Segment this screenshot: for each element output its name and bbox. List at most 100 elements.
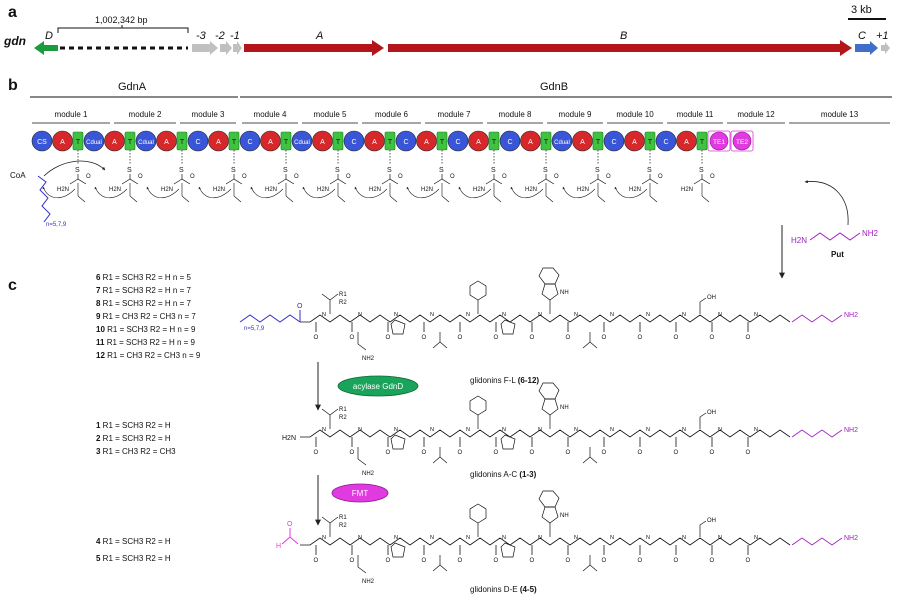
panel-label-c: c xyxy=(8,277,17,294)
carbonyl-o-11: O xyxy=(710,335,715,341)
domain-cdual-3 xyxy=(83,130,105,152)
protein-label-gdna: GdnA xyxy=(118,81,147,93)
carbonyl-o-1: O xyxy=(350,450,355,456)
r2-label: R2 xyxy=(339,415,347,421)
domain-label-22: A xyxy=(424,139,429,146)
residue-8 xyxy=(173,174,191,185)
legend-text-5: R1 = SCH3 R2 = H xyxy=(103,554,171,563)
module-label-1: module 1 xyxy=(55,110,88,119)
residue-h2n-8: H2N xyxy=(161,187,173,193)
amide-nh-12: N xyxy=(754,535,758,541)
r1-label: R1 xyxy=(339,292,347,298)
domain-label-30: Cdual xyxy=(554,140,570,146)
legend-num-8: 8 xyxy=(96,299,103,308)
tether-s-32: S xyxy=(595,167,600,174)
legend-text-7: R1 = SCH3 R2 = H n = 7 xyxy=(103,286,192,295)
domain-a-25 xyxy=(468,130,489,152)
module-label-12: module 12 xyxy=(737,110,775,119)
r2-label: R2 xyxy=(339,523,347,529)
carbonyl-o-11: O xyxy=(710,450,715,456)
sidechain-val xyxy=(432,447,448,464)
sidechain-23 xyxy=(441,183,450,203)
carbonyl-o-2: O xyxy=(386,335,391,341)
trp-pyrrole xyxy=(541,506,559,524)
legend-text-4: R1 = SCH3 R2 = H xyxy=(103,537,171,546)
condensation-arrow-35 xyxy=(614,186,648,199)
legend-text-1: R1 = SCH3 R2 = H xyxy=(103,421,171,430)
gene-label-minus3: -3 xyxy=(196,30,207,42)
residue-29 xyxy=(537,174,555,185)
carbonyl-o-0: O xyxy=(314,558,319,564)
trp-nh: NH xyxy=(560,405,569,411)
enzyme-badge-fmt xyxy=(331,483,389,503)
proline-ring xyxy=(390,542,406,558)
tether-s-14: S xyxy=(283,167,288,174)
legend-entry-12: 12 R1 = CH3 R2 = CH3 n = 9 xyxy=(96,351,201,360)
module-label-10: module 10 xyxy=(616,110,654,119)
phe-ring xyxy=(469,280,487,301)
condensation-arrow-26 xyxy=(458,186,492,199)
sidechain-val xyxy=(582,447,598,464)
condensation-arrow-5 xyxy=(94,186,128,199)
tail-nh2: NH2 xyxy=(844,427,858,434)
residue-h2n-35: H2N xyxy=(629,187,641,193)
sidechain-asn xyxy=(357,555,367,574)
domain-label-35: T xyxy=(648,139,653,146)
legend-num-3: 3 xyxy=(96,447,103,456)
carbonyl-o-4: O xyxy=(458,335,463,341)
carbonyl-o-1: O xyxy=(350,558,355,564)
sidechain-ser xyxy=(699,297,707,314)
module-label-2: module 2 xyxy=(129,110,162,119)
gene-label-minus1: -1 xyxy=(230,30,240,42)
gene-label-a: A xyxy=(315,30,323,42)
amide-nh-1: N xyxy=(358,427,362,433)
domain-a-19 xyxy=(364,130,385,152)
amide-nh-2: N xyxy=(394,312,398,318)
legend-num-1: 1 xyxy=(96,421,103,430)
module-label-9: module 9 xyxy=(559,110,592,119)
residue-h2n-5: H2N xyxy=(109,187,121,193)
amide-nh-4: N xyxy=(466,427,470,433)
carbonyl-o-7: O xyxy=(566,558,571,564)
carbonyl-o-9: O xyxy=(638,450,643,456)
domain-label-17: T xyxy=(336,139,341,146)
domain-c-12 xyxy=(239,130,261,152)
amide-nh-11: N xyxy=(718,312,722,318)
sidechain-ser xyxy=(699,412,707,429)
carbonyl-o-6: O xyxy=(530,335,535,341)
phe-ring xyxy=(469,503,487,524)
tether-s-38: S xyxy=(699,167,704,174)
domain-label-33: C xyxy=(611,139,616,146)
domain-label-8: T xyxy=(180,139,185,146)
residue-32 xyxy=(589,174,607,185)
legend-entry-3: 3 R1 = CH3 R2 = CH3 xyxy=(96,447,176,456)
legend-entry-9: 9 R1 = CH3 R2 = CH3 n = 7 xyxy=(96,312,196,321)
legend-entry-7: 7 R1 = SCH3 R2 = H n = 7 xyxy=(96,286,191,295)
residue-h2n-14: H2N xyxy=(265,187,277,193)
amide-nh-0: N xyxy=(322,312,326,318)
legend-text-12: R1 = CH3 R2 = CH3 n = 9 xyxy=(107,351,201,360)
formyl-o: O xyxy=(287,521,293,528)
domain-label-32: T xyxy=(596,139,601,146)
carbonyl-o-9: O xyxy=(638,335,643,341)
amide-nh-2: N xyxy=(394,427,398,433)
sidechain-5 xyxy=(129,183,138,203)
domain-te-39 xyxy=(709,131,729,151)
carbonyl-o-1: O xyxy=(350,335,355,341)
residue-5 xyxy=(121,174,139,185)
gene-cluster-label: gdn xyxy=(3,34,26,48)
amide-nh-9: N xyxy=(646,535,650,541)
gene-label-plus1: +1 xyxy=(876,30,889,42)
residue-11 xyxy=(225,174,243,185)
sidechain-val xyxy=(432,332,448,349)
domain-c-18 xyxy=(343,130,365,152)
proline-ring xyxy=(390,319,406,335)
legend-entry-11: 11 R1 = SCH3 R2 = H n = 9 xyxy=(96,338,196,347)
sidechain-20 xyxy=(389,183,398,203)
residue-o-2: O xyxy=(86,174,91,180)
gene-arrow-d xyxy=(34,41,58,55)
legend-entry-5: 5 R1 = SCH3 R2 = H xyxy=(96,554,171,563)
domain-a-10 xyxy=(208,130,229,152)
